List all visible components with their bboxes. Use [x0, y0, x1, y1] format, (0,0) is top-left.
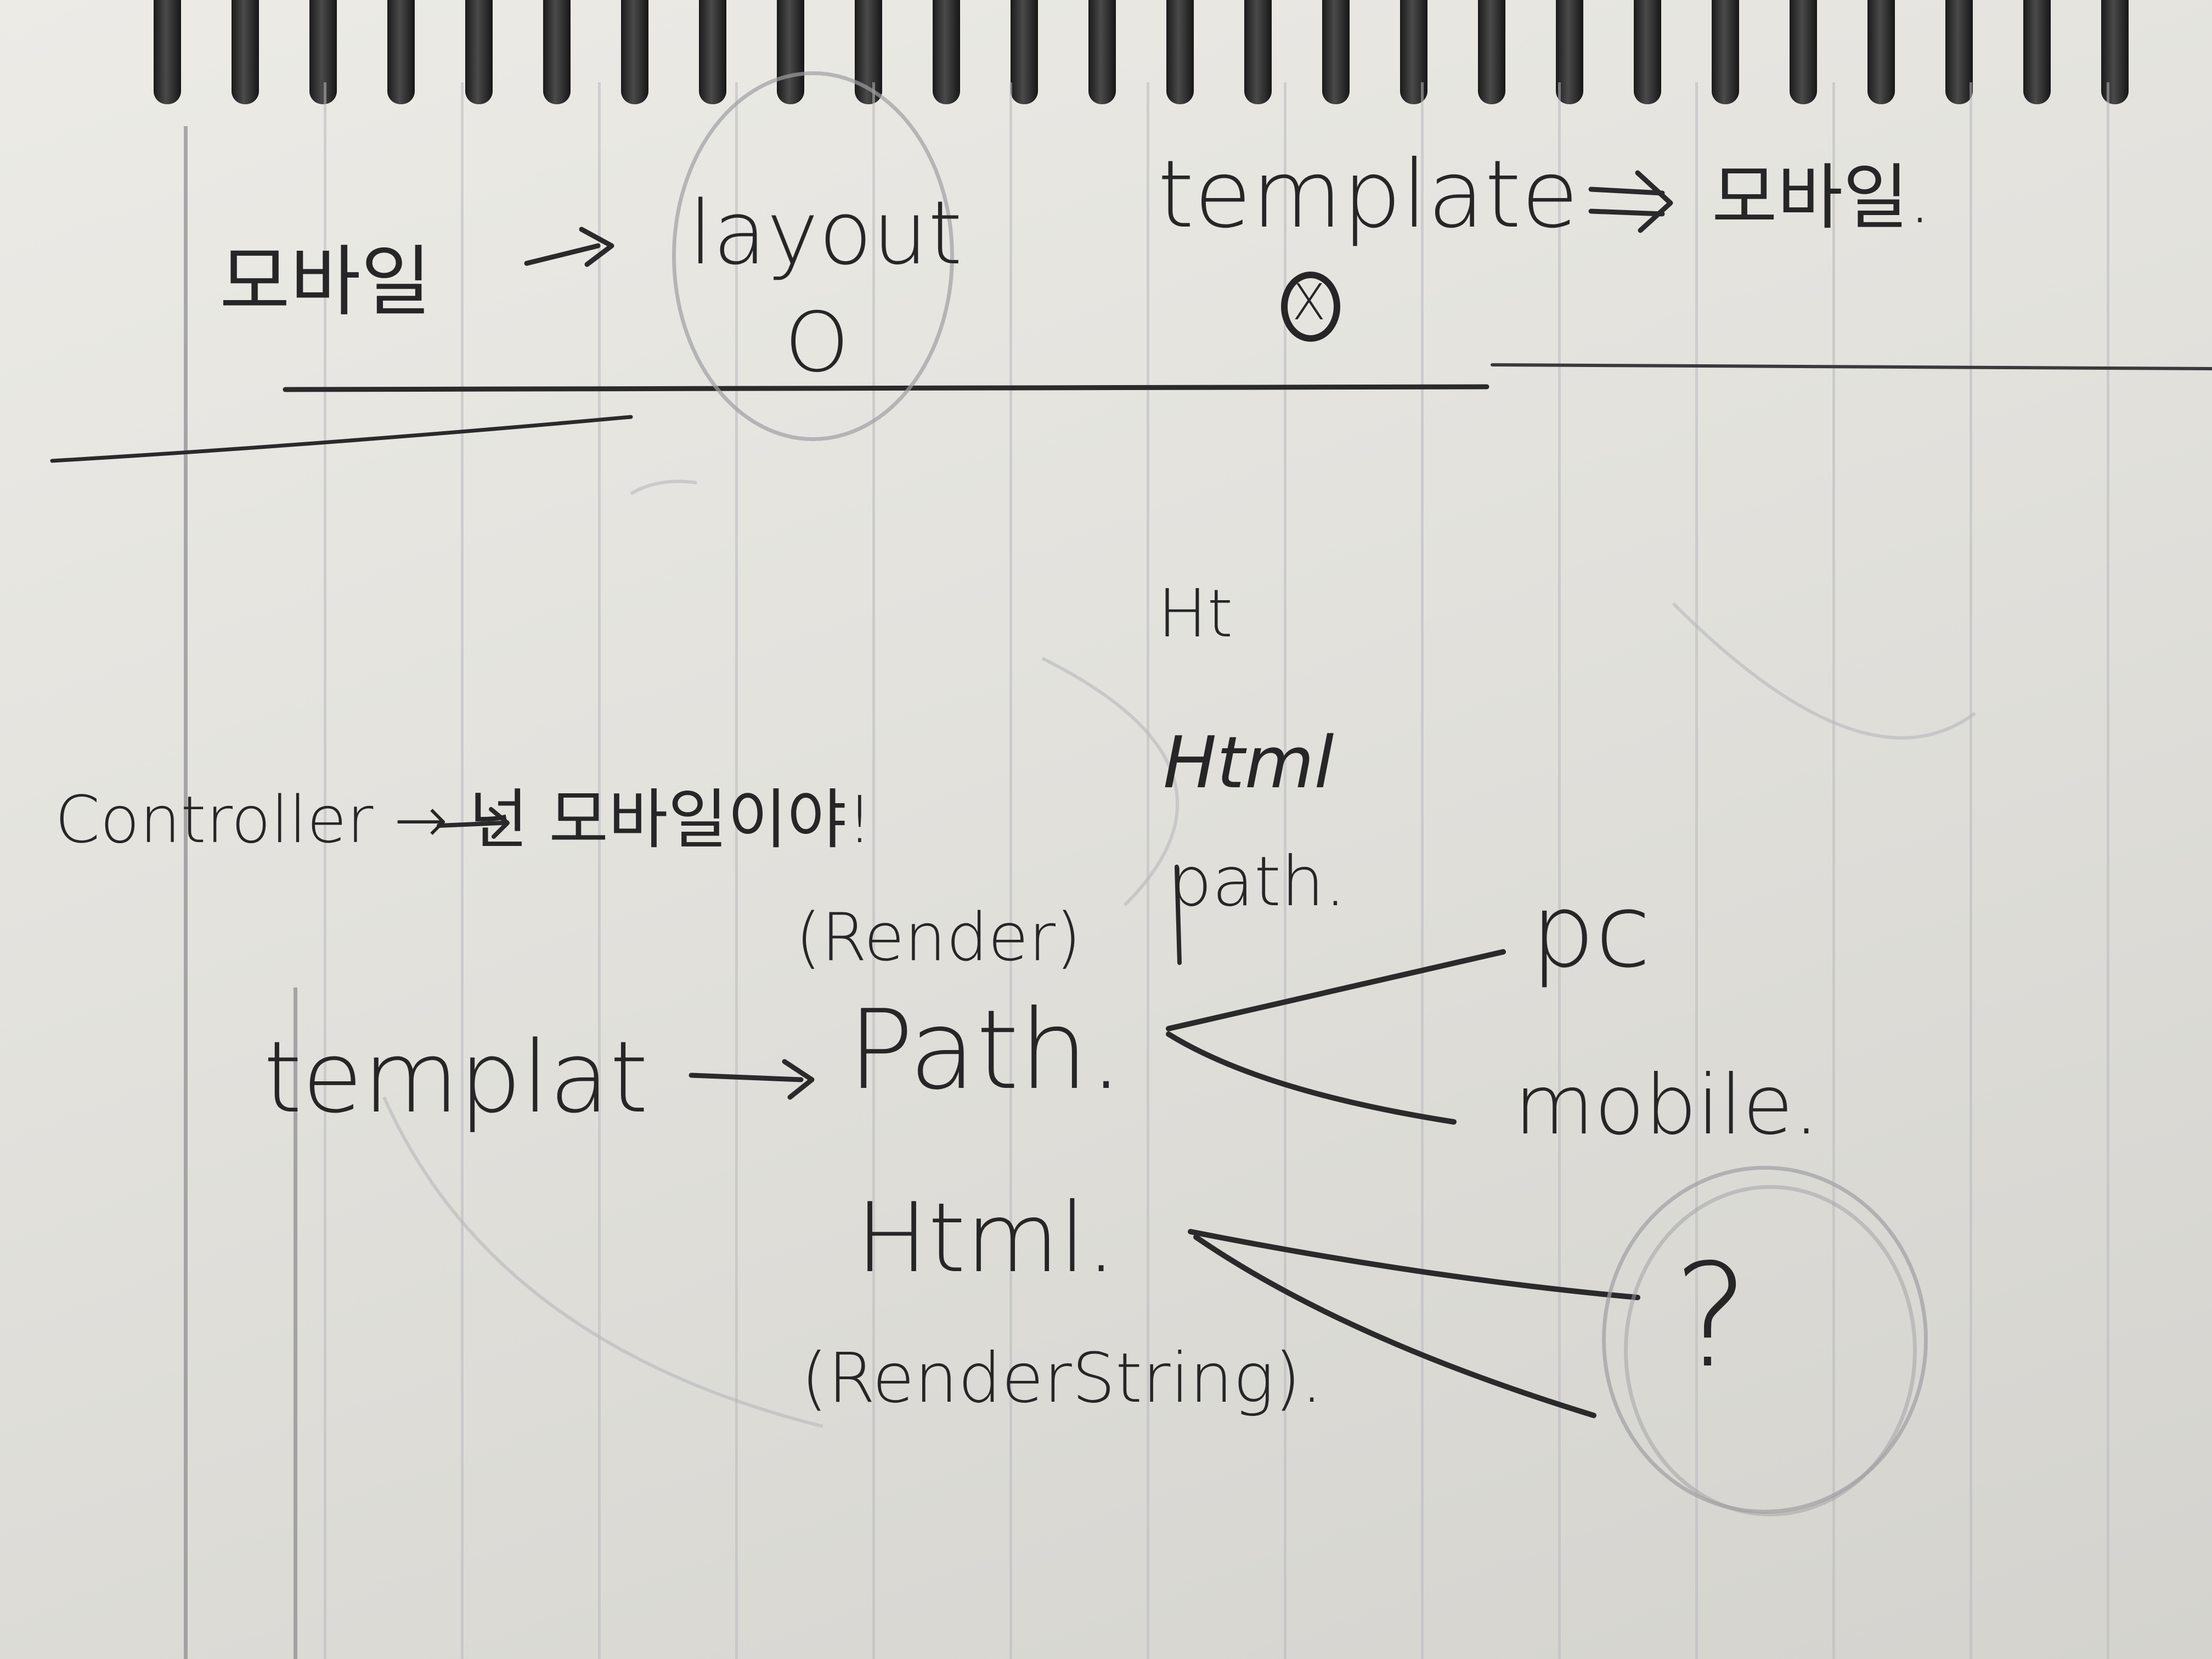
spiral-coil — [1712, 0, 1739, 104]
pencil-ghost-2 — [1041, 657, 1180, 907]
arrow-stroke — [524, 243, 601, 266]
spiral-coil — [309, 0, 337, 104]
word-mobile-left: 모바일 — [219, 238, 432, 327]
mark-x-circle: X — [1281, 272, 1340, 342]
spiral-coil — [1634, 0, 1661, 104]
spiral-binding — [0, 0, 2212, 110]
ruled-line — [1284, 82, 1286, 1659]
spiral-coil — [933, 0, 960, 104]
word-mobile-right: 모바일. — [1712, 156, 1932, 239]
pencil-ghost-4 — [382, 1096, 823, 1428]
word-template: template — [1158, 140, 1579, 249]
word-templat: templat — [263, 1020, 648, 1135]
spiral-coil — [621, 0, 648, 104]
question-mark: ? — [1673, 1234, 1749, 1400]
ruled-line — [1009, 82, 1012, 1659]
ruled-line — [1421, 82, 1424, 1659]
pencil-circle-layout — [672, 71, 954, 441]
ruled-line — [461, 82, 464, 1659]
ruled-line — [1147, 82, 1149, 1659]
separator-line-right — [1491, 363, 2212, 370]
pencil-ghost-1 — [630, 479, 697, 495]
word-path: Path. — [848, 986, 1124, 1114]
pencil-ghost-3 — [1672, 602, 1976, 740]
spiral-coil — [154, 0, 181, 104]
controller-arrow-head — [489, 807, 510, 839]
scribble-ht: Ht — [1158, 576, 1233, 652]
branch-line-question-top — [1188, 1229, 1640, 1300]
margin-line — [184, 126, 188, 1659]
spiral-coil — [232, 0, 259, 104]
ruled-line — [2107, 82, 2109, 1659]
ruled-line — [1970, 82, 1972, 1659]
target-pc: pc — [1531, 872, 1651, 990]
mark-x: X — [1292, 274, 1326, 331]
ruled-line — [324, 82, 326, 1659]
arrow-head — [579, 227, 614, 267]
template-arrow — [689, 1073, 804, 1082]
double-arrow-head — [1635, 170, 1673, 233]
spiral-coil — [2101, 0, 2129, 104]
word-path-small: path. — [1169, 842, 1346, 922]
separator-stroke — [50, 415, 633, 463]
spiral-coil — [1011, 0, 1038, 104]
ruled-line — [1695, 82, 1698, 1659]
ruled-line — [872, 82, 875, 1659]
word-layout: layout — [689, 182, 963, 284]
pencil-circle-question-inner — [1624, 1185, 1917, 1516]
target-mobile: mobile. — [1514, 1058, 1820, 1153]
spiral-coil — [1790, 0, 1817, 104]
spiral-coil — [1945, 0, 1973, 104]
ruled-line — [1832, 82, 1835, 1659]
branch-line-pc — [1166, 949, 1506, 1031]
word-html-small: Html — [1163, 721, 1334, 804]
ruled-line — [735, 82, 738, 1659]
branch-line-question-bottom — [1193, 1234, 1596, 1418]
controller-line: Controller → 넌 모바일이야! — [55, 782, 873, 857]
spiral-coil — [543, 0, 571, 104]
spiral-coil — [1478, 0, 1505, 104]
spiral-coil — [465, 0, 493, 104]
spiral-coil — [1088, 0, 1116, 104]
margin-line-lower — [294, 988, 297, 1659]
spiral-coil — [699, 0, 726, 104]
word-html: Html. — [856, 1183, 1116, 1294]
template-arrow-head — [782, 1059, 815, 1100]
spiral-coil — [1867, 0, 1895, 104]
spiral-coil — [1244, 0, 1272, 104]
spiral-coil — [1322, 0, 1350, 104]
mark-o: O — [785, 295, 850, 391]
controller-arrow — [437, 821, 504, 828]
spiral-coil — [1166, 0, 1194, 104]
ruled-line — [598, 82, 601, 1659]
render-string-label: (RenderString). — [801, 1339, 1323, 1418]
branch-line-mobile — [1166, 1031, 1457, 1125]
spiral-coil — [2023, 0, 2051, 104]
spiral-coil — [387, 0, 415, 104]
render-label: (Render) — [795, 900, 1081, 976]
ruled-line — [1558, 82, 1561, 1659]
vertical-tick — [1175, 865, 1182, 965]
double-arrow-stroke — [1588, 187, 1665, 217]
